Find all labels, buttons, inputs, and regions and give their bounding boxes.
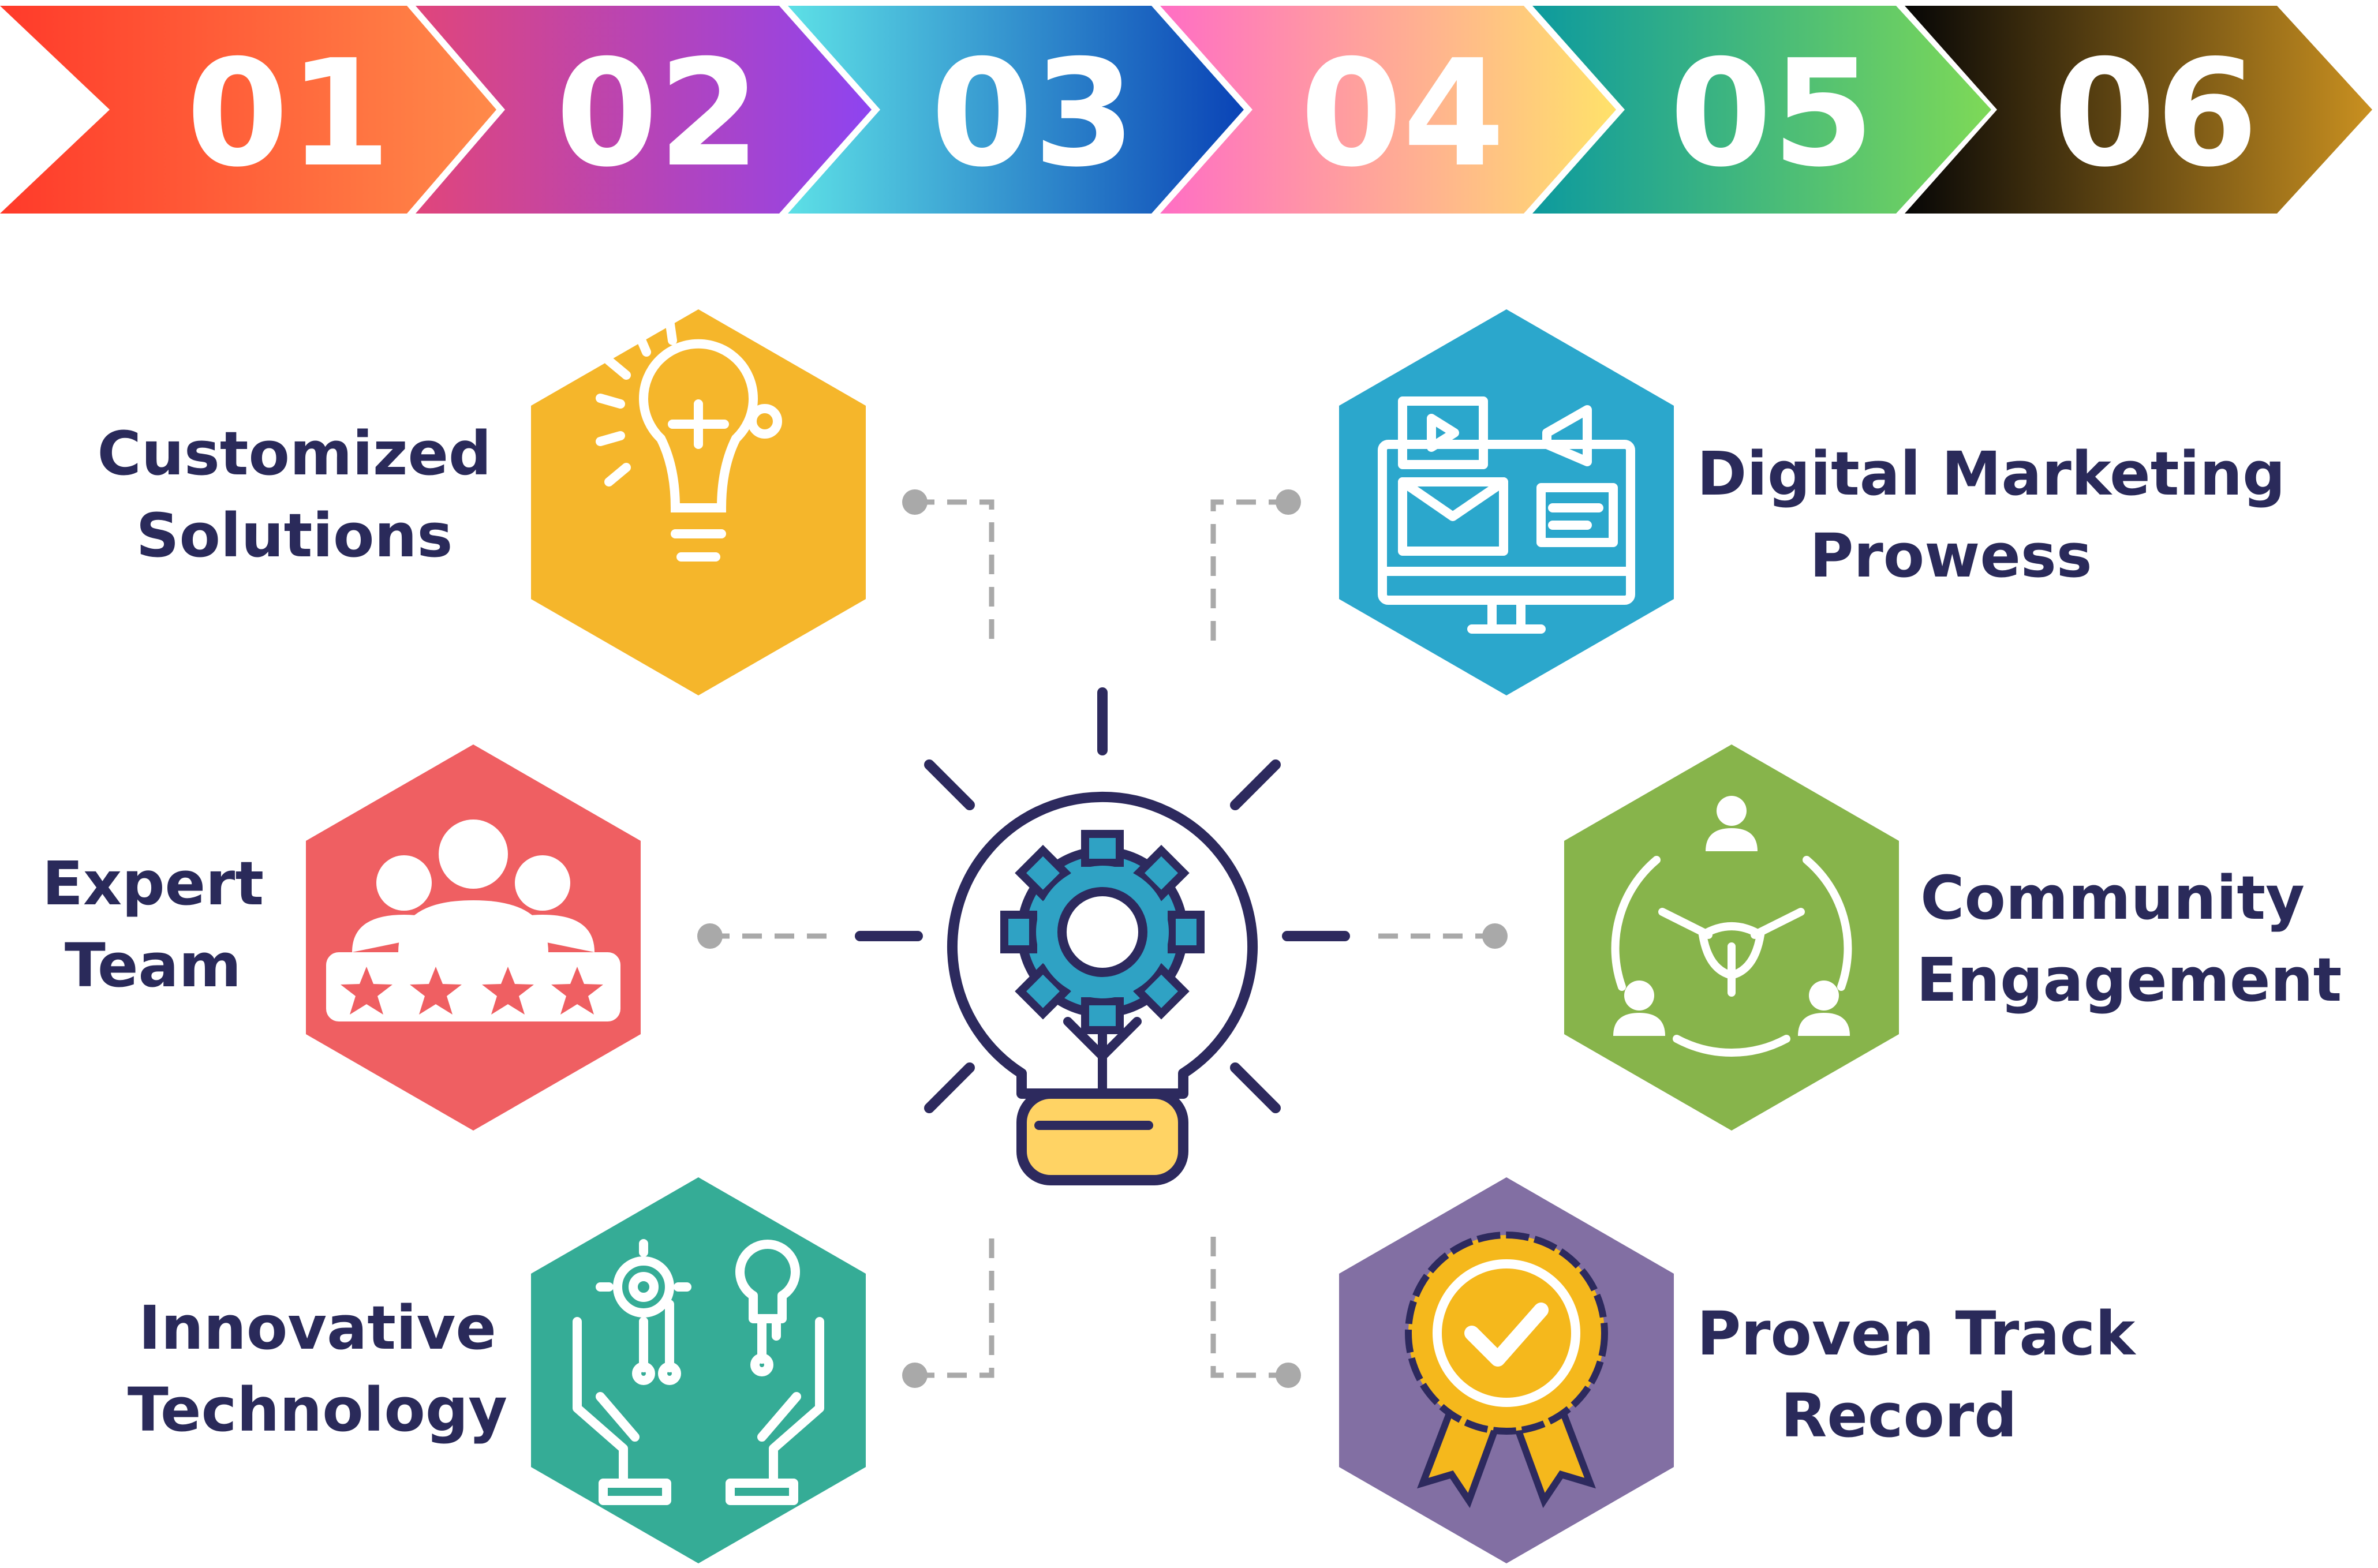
hexagon-digital-marketing (1339, 309, 1674, 695)
hands-gear-bulb-icon (573, 1239, 824, 1505)
hexagon-customized-solutions (531, 309, 866, 695)
step-arrow-02: 02 (416, 6, 872, 214)
connector-innovative (915, 1229, 994, 1378)
step-number-06: 06 (2054, 28, 2259, 200)
lightbulb-puzzle-icon (596, 316, 782, 562)
label-line1: Proven Track (1697, 1298, 2136, 1369)
label-line2: Team (64, 930, 242, 1001)
label-line2: Engagement (1916, 945, 2342, 1015)
label-line1: Community (1920, 863, 2305, 933)
community-people (1613, 796, 1850, 1036)
computer-megaphone-icon (1378, 396, 1635, 634)
connector-customized (915, 499, 994, 646)
label-customized-solutions: Customized Solutions (87, 413, 502, 577)
label-line2: Record (1781, 1380, 2017, 1451)
label-line2: Solutions (136, 500, 453, 571)
label-digital-marketing: Digital Marketing Prowess (1697, 433, 2286, 597)
center-gear (1000, 830, 1205, 1034)
step-arrow-01: 01 (0, 6, 496, 214)
label-innovative-technology: Innovative Technology (115, 1287, 519, 1451)
step-number-04: 04 (1300, 28, 1505, 200)
label-line1: Innovative (139, 1293, 496, 1363)
label-proven-track-record: Proven Track Record (1697, 1293, 2136, 1457)
label-line2: Technology (127, 1375, 508, 1445)
award-badge-icon (1405, 1232, 1608, 1509)
community-hands-icon (1611, 856, 1852, 1057)
light-rays (855, 687, 1350, 1113)
step-number-05: 05 (1670, 28, 1875, 200)
label-line2: Prowess (1809, 521, 2092, 591)
lightbulb-gear-icon (855, 687, 1350, 1185)
step-arrow-06: 06 (1905, 6, 2372, 214)
team-rating-icon (326, 819, 620, 1021)
label-line1: Expert (42, 848, 264, 919)
step-arrow-03: 03 (788, 6, 1244, 214)
step-arrow-05: 05 (1532, 6, 1991, 214)
hexagon-community-engagement (1564, 744, 1899, 1131)
connector-lines (710, 499, 1495, 1378)
step-number-03: 03 (931, 28, 1136, 200)
connector-dots (697, 489, 1508, 1388)
connector-proven (1210, 1229, 1288, 1378)
label-expert-team: Expert Team (23, 843, 283, 1006)
label-line1: Digital Marketing (1697, 439, 2286, 509)
hexagon-innovative-technology (531, 1177, 866, 1563)
step-number-01: 01 (186, 28, 391, 200)
step-arrow-04: 04 (1160, 6, 1616, 214)
step-number-02: 02 (556, 28, 761, 200)
connector-digital-marketing (1210, 499, 1288, 646)
hexagon-proven-track-record (1339, 1177, 1674, 1563)
label-line1: Customized (97, 418, 492, 489)
label-community-engagement: Community Engagement (1916, 857, 2342, 1021)
hexagon-expert-team (306, 744, 641, 1131)
